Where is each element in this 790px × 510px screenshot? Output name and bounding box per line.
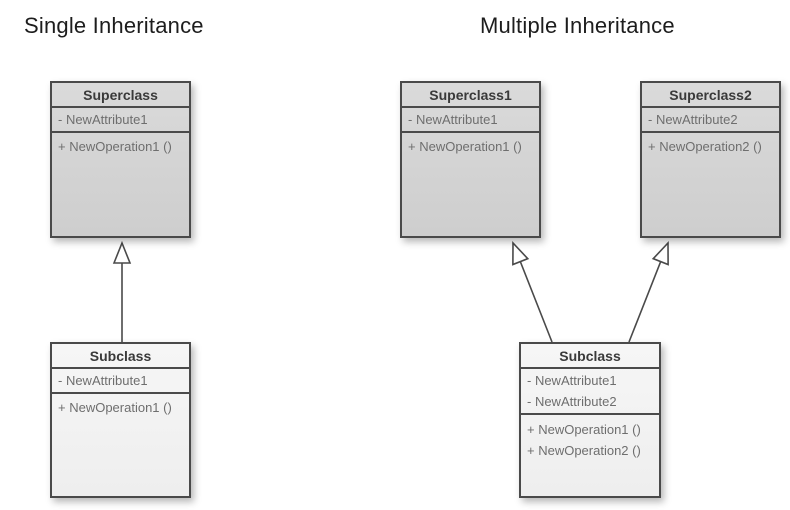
attributes-compartment: - NewAttribute1 [52,108,189,133]
attribute-row: - NewAttribute1 [58,112,148,127]
operation-row: + NewOperation1 () [58,139,172,154]
single-inheritance-title: Single Inheritance [24,13,204,38]
class-name: Superclass2 [642,83,779,108]
operations-compartment: + NewOperation1 () [52,394,189,496]
class-name: Subclass [52,344,189,369]
generalization-arrow-multi-2[interactable] [628,240,669,343]
operations-compartment: + NewOperation1 () [402,133,539,236]
operation-row: + NewOperation1 () [408,139,522,154]
attributes-compartment: - NewAttribute1 [52,369,189,394]
operations-compartment: + NewOperation2 () [642,133,779,236]
attribute-row: - NewAttribute1 [58,373,148,388]
class-name: Subclass [521,344,659,369]
attribute-row: - NewAttribute1 [408,112,498,127]
attributes-compartment: - NewAttribute1 [402,108,539,133]
attributes-compartment: - NewAttribute2 [642,108,779,133]
operations-compartment: + NewOperation1 () [52,133,189,236]
attribute-row: - NewAttribute2 [527,394,617,409]
class-name: Superclass [52,83,189,108]
generalization-arrow-multi-1[interactable] [512,240,553,343]
attributes-compartment: - NewAttribute1 - NewAttribute2 [521,369,659,415]
class-box-subclass-single[interactable]: Subclass - NewAttribute1 + NewOperation1… [50,342,191,498]
class-box-subclass-multiple[interactable]: Subclass - NewAttribute1 - NewAttribute2… [519,342,661,498]
class-box-superclass1[interactable]: Superclass1 - NewAttribute1 + NewOperati… [400,81,541,238]
class-name: Superclass1 [402,83,539,108]
attribute-row: - NewAttribute1 [527,373,617,388]
operation-row: + NewOperation2 () [527,443,641,458]
operation-row: + NewOperation1 () [58,400,172,415]
attribute-row: - NewAttribute2 [648,112,738,127]
operation-row: + NewOperation1 () [527,422,641,437]
class-box-superclass2[interactable]: Superclass2 - NewAttribute2 + NewOperati… [640,81,781,238]
multiple-inheritance-title: Multiple Inheritance [480,13,675,38]
class-box-superclass[interactable]: Superclass - NewAttribute1 + NewOperatio… [50,81,191,238]
operation-row: + NewOperation2 () [648,139,762,154]
operations-compartment: + NewOperation1 () + NewOperation2 () [521,415,659,496]
